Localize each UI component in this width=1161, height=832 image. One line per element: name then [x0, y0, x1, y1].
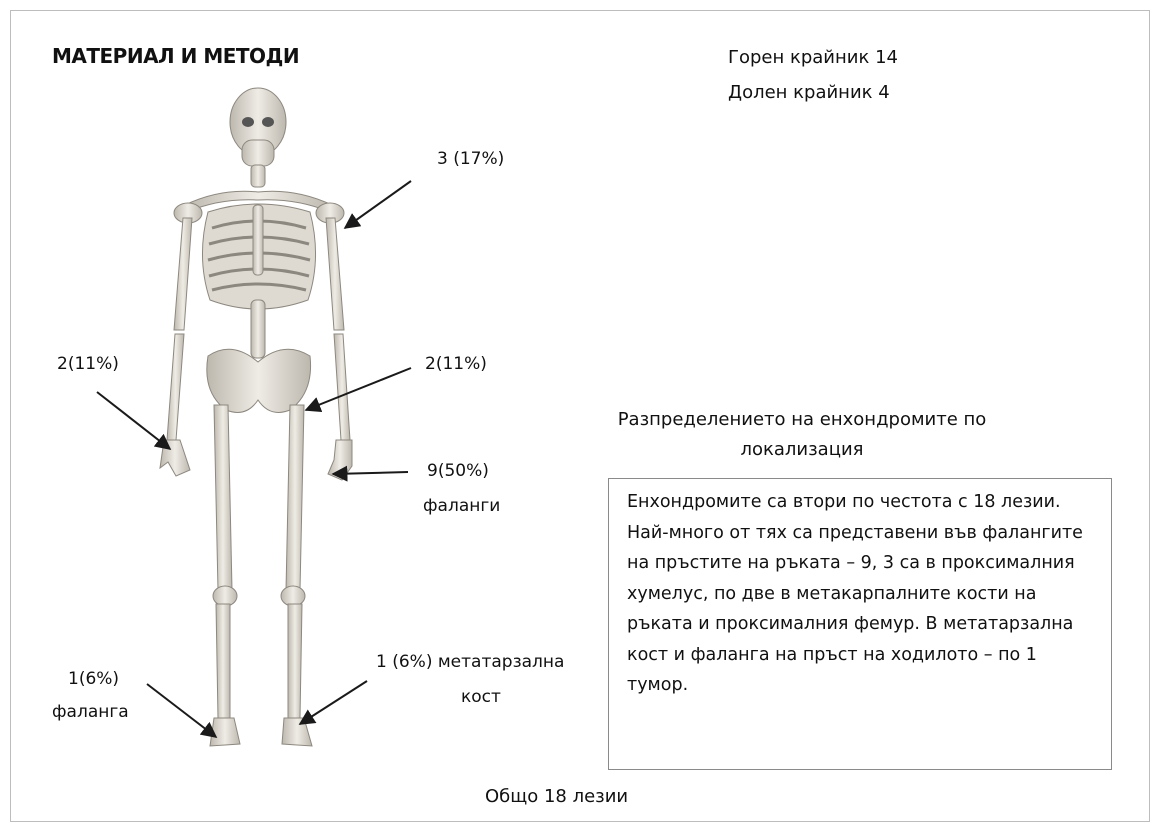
lower-limb-count: Долен крайник 4 — [728, 82, 890, 103]
humerus-left — [174, 218, 192, 330]
skeleton — [160, 88, 352, 746]
forearm-left — [167, 334, 184, 440]
forearm-right — [334, 334, 350, 440]
label-phalanges-value: 9(50%) — [427, 461, 489, 481]
arrow-femur — [306, 368, 411, 410]
description-text: Енхондромите са втори по честота с 18 ле… — [627, 492, 1083, 695]
sternum — [253, 205, 263, 275]
slide-title: МАТЕРИАЛ И МЕТОДИ — [52, 44, 299, 68]
foot-right — [282, 718, 312, 746]
distribution-caption: Разпределението на енхондромите по локал… — [582, 405, 1022, 465]
label-hand-left: 2(11%) — [57, 354, 119, 374]
jaw — [242, 140, 274, 166]
label-foot-phalanx-value: 1(6%) — [68, 669, 119, 689]
femur-left — [214, 405, 232, 590]
tibia-right — [288, 604, 302, 718]
neck — [251, 165, 265, 187]
label-humerus: 3 (17%) — [437, 149, 504, 169]
label-femur: 2(11%) — [425, 354, 487, 374]
pelvis — [207, 349, 311, 412]
arrow-hand-left — [97, 392, 170, 449]
upper-limb-count: Горен крайник 14 — [728, 47, 898, 68]
description-box: Енхондромите са втори по честота с 18 ле… — [608, 478, 1112, 770]
total-lesions: Общо 18 лезии — [485, 786, 628, 807]
label-metatarsal-name: кост — [461, 687, 501, 707]
arrow-metatarsal — [300, 681, 367, 724]
label-metatarsal-value: 1 (6%) метатарзална — [376, 652, 564, 672]
arrow-foot-phalanx — [147, 684, 216, 737]
label-foot-phalanx-name: фаланга — [52, 702, 129, 722]
femur-right — [286, 405, 304, 590]
label-phalanges-name: фаланги — [423, 496, 500, 516]
tibia-left — [216, 604, 230, 718]
spine — [251, 300, 265, 358]
foot-left — [210, 718, 240, 746]
arrow-humerus — [345, 181, 411, 228]
humerus-right — [326, 218, 344, 330]
